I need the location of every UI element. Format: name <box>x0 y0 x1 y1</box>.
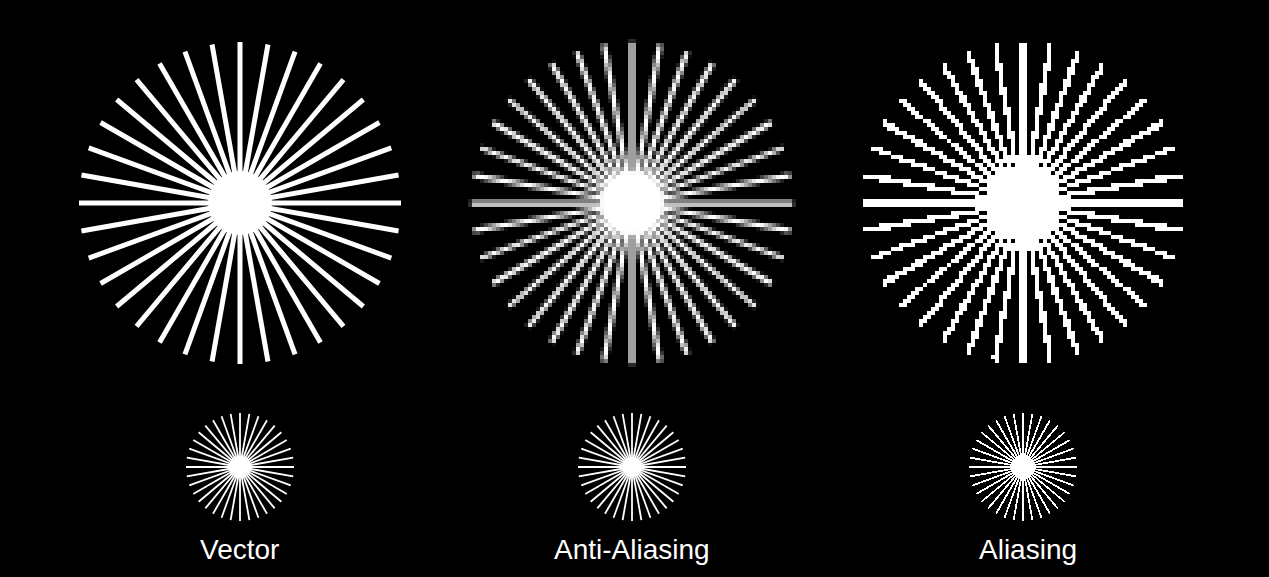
hub <box>229 456 251 478</box>
caption-label: Aliasing <box>979 533 1077 567</box>
vector-starburst-small <box>186 413 294 521</box>
hub <box>208 171 272 235</box>
antialiased-starburst-small <box>572 407 692 527</box>
aliased-starburst-small <box>963 407 1083 527</box>
caption-label: Anti-Aliasing <box>554 533 710 567</box>
aliased-starburst-large <box>855 35 1191 371</box>
antialiased-starburst-large <box>464 35 800 371</box>
vector-starburst-large <box>79 42 401 364</box>
caption-label: Vector <box>200 533 279 567</box>
